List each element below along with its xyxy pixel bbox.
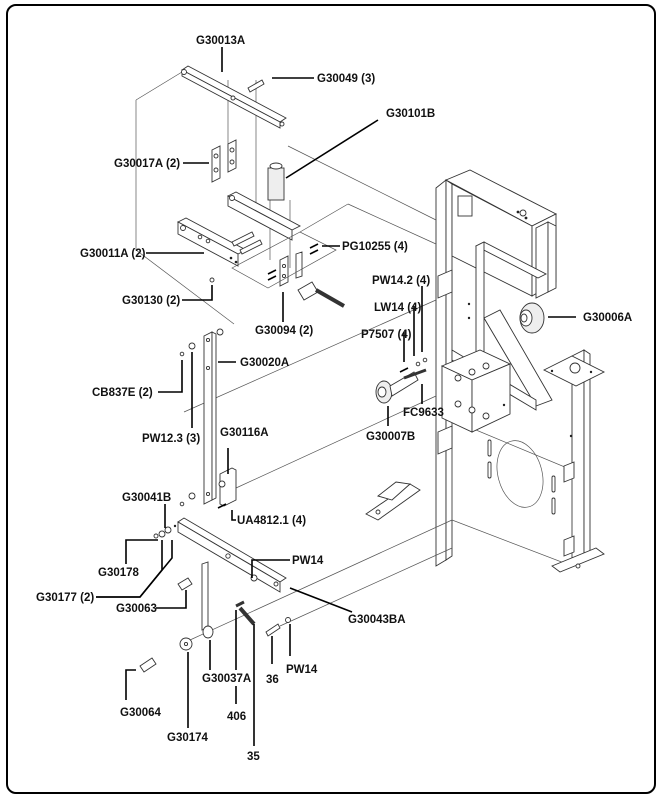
callout-pg10255: PG10255 (4) — [342, 241, 408, 253]
lower-assembly — [139, 517, 291, 673]
callout-fc9633: FC9633 — [403, 407, 444, 419]
callout-g30101b: G30101B — [386, 108, 435, 120]
callout-g30178: G30178 — [98, 567, 140, 579]
callout-g30041b: G30041B — [122, 492, 171, 504]
callout-36: 36 — [266, 674, 279, 686]
callout-pw14-upper: PW14 — [292, 555, 324, 567]
callout-g30017a: G30017A (2) — [114, 158, 180, 170]
g30020a-bar — [203, 331, 213, 505]
callout-406: 406 — [227, 711, 246, 723]
callout-g30007b: G30007B — [366, 431, 415, 443]
callout-pw12-3: PW12.3 (3) — [142, 433, 200, 445]
callout-pw14-2: PW14.2 (4) — [372, 275, 430, 287]
callout-35: 35 — [247, 751, 260, 763]
callout-g30006a: G30006A — [583, 312, 632, 324]
g30037a-lever — [201, 561, 209, 631]
callout-g30116a: G30116A — [220, 427, 269, 439]
g30043ba-arm — [177, 517, 287, 583]
callout-g30013a: G30013A — [196, 35, 245, 47]
g30013a-bar — [181, 65, 287, 123]
callout-g30049: G30049 (3) — [317, 73, 375, 85]
middle-assembly — [179, 328, 428, 509]
callout-g30037a: G30037A — [202, 673, 251, 685]
callout-cb837e: CB837E (2) — [92, 387, 153, 399]
callout-g30063: G30063 — [116, 603, 157, 615]
callout-g30020a: G30020A — [240, 357, 289, 369]
callout-g30130: G30130 (2) — [122, 295, 180, 307]
upper-assembly — [177, 65, 345, 308]
callout-g30011a: G30011A (2) — [80, 248, 146, 260]
diagram-border — [6, 4, 656, 794]
callout-lw14: LW14 (4) — [374, 302, 421, 314]
callout-pw14-lower: PW14 — [286, 664, 318, 676]
callout-g30177: G30177 (2) — [36, 592, 94, 604]
main-frame-assembly — [365, 169, 606, 573]
leader-lines — [96, 47, 576, 746]
g30101b-cylinder — [267, 167, 285, 201]
callout-g30174: G30174 — [167, 732, 209, 744]
callout-g30064: G30064 — [120, 707, 162, 719]
callout-g30043ba: G30043BA — [348, 614, 406, 626]
callout-g30094: G30094 (2) — [255, 325, 313, 337]
callout-p7507: P7507 (4) — [361, 329, 412, 341]
g30116a-block — [219, 467, 237, 507]
callout-labels: G30013A G30049 (3) G30101B G30017A (2) G… — [36, 35, 632, 763]
callout-ua4812-1: UA4812.1 (4) — [237, 515, 306, 527]
